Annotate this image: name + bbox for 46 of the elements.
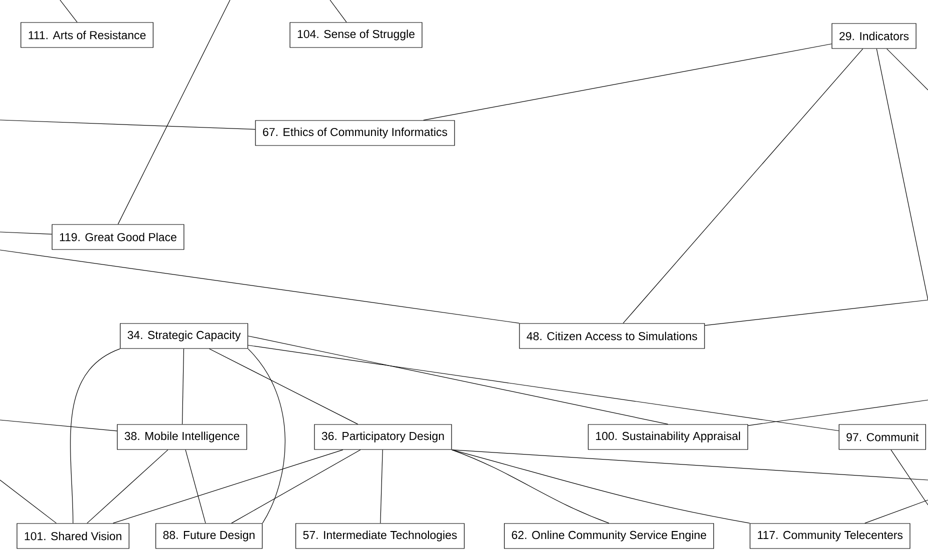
topic-box: 88. Future Design <box>155 523 263 549</box>
connector-line <box>452 450 750 524</box>
connector-line <box>0 120 256 130</box>
connector-line <box>185 450 206 524</box>
connector-line <box>0 232 52 234</box>
connector-line <box>112 450 344 524</box>
topic-box: 34. Strategic Capacity <box>120 323 248 349</box>
connector-line <box>231 450 361 524</box>
topic-box: 100. Sustainability Appraisal <box>588 424 748 450</box>
connector-line <box>622 48 864 324</box>
connector-line <box>118 0 230 224</box>
topic-box: 101. Shared Vision <box>16 523 130 549</box>
connector-line <box>208 348 358 424</box>
connector-line <box>60 0 78 22</box>
connector-line <box>248 344 840 432</box>
topic-box: 36. Participatory Design <box>314 424 452 450</box>
connector-line <box>0 480 57 524</box>
connector-line <box>70 348 120 524</box>
topic-box: 57. Intermediate Technologies <box>295 523 465 549</box>
connector-line <box>864 500 928 524</box>
connector-line <box>886 48 928 90</box>
connector-line <box>86 450 168 524</box>
topic-box: 111. Arts of Resistance <box>20 22 154 48</box>
connector-line <box>330 0 347 22</box>
topic-box: 119. Great Good Place <box>52 224 184 250</box>
topic-box: 67. Ethics of Community Informatics <box>255 120 455 146</box>
topic-box: 97. Communit <box>838 424 926 450</box>
connector-line <box>380 450 383 524</box>
connector-line <box>423 44 832 120</box>
connector-line <box>452 450 610 524</box>
topic-box: 38. Mobile Intelligence <box>116 424 248 450</box>
connector-line <box>704 300 928 326</box>
topic-box: 117. Community Telecenters <box>750 523 910 549</box>
topic-box: 62. Online Community Service Engine <box>504 523 714 549</box>
connector-line <box>876 48 928 300</box>
topic-box: 29. Indicators <box>832 23 916 49</box>
topic-box: 104. Sense of Struggle <box>290 22 422 48</box>
connector-line <box>248 348 286 524</box>
connector-line <box>0 250 520 324</box>
connector-line <box>0 420 118 432</box>
connector-line <box>452 450 928 480</box>
connector-line <box>248 336 668 424</box>
connector-line <box>182 348 184 424</box>
connector-line <box>890 450 928 506</box>
topic-box: 48. Citizen Access to Simulations <box>519 323 705 349</box>
connector-line <box>748 400 928 426</box>
